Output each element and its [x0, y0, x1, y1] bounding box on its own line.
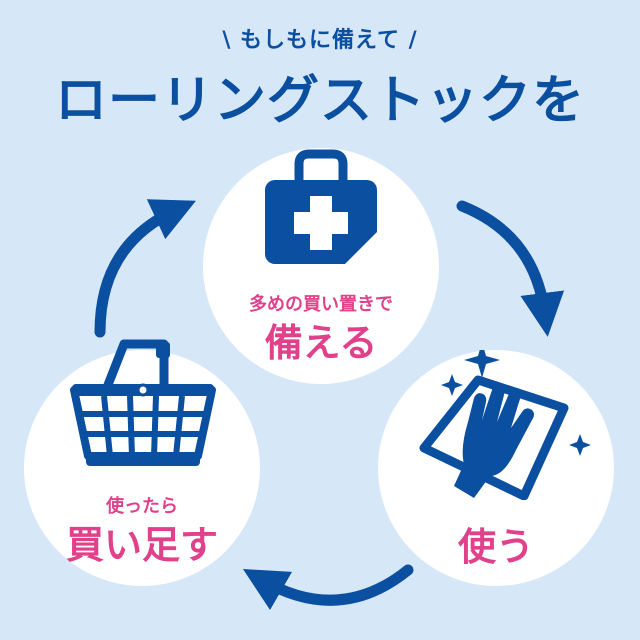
step-prepare: 多めの買い置きで 備える	[203, 148, 439, 384]
step-rebuy-label: 買い足す	[65, 523, 218, 567]
sparkle-small	[441, 374, 463, 396]
arrow-left	[94, 199, 196, 338]
step-prepare-label: 備える	[264, 321, 378, 365]
step-rebuy: 使ったら 買い足す	[24, 339, 260, 586]
first-aid-kit-icon	[265, 149, 377, 264]
sparkle-large	[464, 350, 500, 378]
page-title: ローリングストックを	[54, 71, 585, 131]
wiping-glove-icon	[419, 350, 591, 500]
arrow-top-right	[456, 200, 565, 337]
sparkle-right	[569, 434, 591, 456]
step-use: 使う	[378, 350, 614, 586]
step-rebuy-caption: 使ったら	[106, 496, 178, 517]
step-use-label: 使う	[457, 525, 534, 569]
subtitle: \ もしもに備えて /	[222, 28, 418, 53]
shopping-basket-icon	[70, 339, 216, 466]
arrow-bottom	[242, 564, 414, 611]
step-prepare-caption: 多めの買い置きで	[249, 294, 393, 315]
